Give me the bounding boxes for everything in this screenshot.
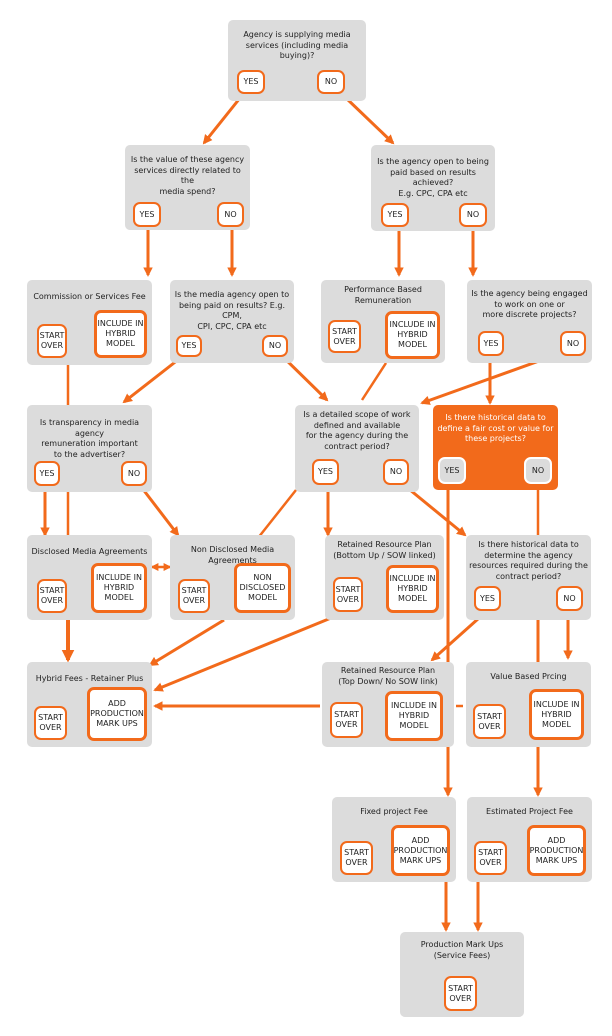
no-button[interactable]: NO xyxy=(121,461,147,486)
question-value-related-to-spend: Is the value of these agency services di… xyxy=(125,145,250,230)
result-value-based-pricing: Value Based Prcing START OVER INCLUDE IN… xyxy=(466,662,591,747)
question-text: Is the agency open to being paid based o… xyxy=(377,157,489,198)
yes-button[interactable]: YES xyxy=(176,335,202,357)
result-estimated-project-fee: Estimated Project Fee START OVER ADD PRO… xyxy=(467,797,592,882)
result-title: Retained Resource Plan (Bottom Up / SOW … xyxy=(333,540,436,560)
start-over-button[interactable]: START OVER xyxy=(37,579,67,613)
start-over-button[interactable]: START OVER xyxy=(328,320,361,353)
result-retained-resource-plan-top-down: Retained Resource Plan (Top Down/ No SOW… xyxy=(322,662,454,747)
result-title: Hybrid Fees - Retainer Plus xyxy=(35,674,144,683)
start-over-button[interactable]: START OVER xyxy=(34,706,67,740)
no-button[interactable]: NO xyxy=(317,70,345,94)
start-over-button[interactable]: START OVER xyxy=(444,976,477,1011)
include-in-hybrid-button[interactable]: INCLUDE IN HYBRID MODEL xyxy=(529,689,584,740)
edge-retained-bottom-to-hybrid xyxy=(153,616,332,692)
question-text: Is transparency in media agency remunera… xyxy=(39,418,140,459)
edge-performance-back xyxy=(360,362,388,401)
start-over-button[interactable]: START OVER xyxy=(474,841,507,875)
start-over-button[interactable]: START OVER xyxy=(340,841,373,875)
yes-button[interactable]: YES xyxy=(478,331,504,356)
result-performance-based-remuneration: Performance Based Remuneration START OVE… xyxy=(321,280,445,363)
question-detailed-scope-of-work: Is a detailed scope of work defined and … xyxy=(295,405,419,492)
result-title: Fixed project Fee xyxy=(360,807,428,816)
add-production-mark-ups-button[interactable]: ADD PRODUCTION MARK UPS xyxy=(87,687,147,741)
question-text: Is the media agency open to being paid o… xyxy=(174,290,290,331)
question-media-agency-paid-on-results: Is the media agency open to being paid o… xyxy=(170,280,294,363)
question-text: Is there historical data to define a fai… xyxy=(437,413,554,443)
result-retained-resource-plan-bottom-up: Retained Resource Plan (Bottom Up / SOW … xyxy=(325,535,444,620)
start-over-button[interactable]: START OVER xyxy=(37,324,67,358)
yes-button[interactable]: YES xyxy=(312,459,339,485)
start-over-button[interactable]: START OVER xyxy=(473,704,506,739)
result-disclosed-media-agreements: Disclosed Media Agreements START OVER IN… xyxy=(27,535,152,620)
edge-q1-no-to-q3 xyxy=(344,96,395,145)
question-text: Agency is supplying media services (incl… xyxy=(243,30,351,60)
yes-button[interactable]: YES xyxy=(237,70,265,94)
include-in-hybrid-button[interactable]: INCLUDE IN HYBRID MODEL xyxy=(385,311,440,359)
non-disclosed-model-button[interactable]: NON DISCLOSED MODEL xyxy=(234,563,291,613)
edge-q6-no xyxy=(140,487,180,537)
result-title: Commission or Services Fee xyxy=(33,292,146,301)
result-production-mark-ups: Production Mark Ups (Service Fees) START… xyxy=(400,932,524,1017)
no-button[interactable]: NO xyxy=(560,331,586,356)
no-button[interactable]: NO xyxy=(524,457,552,484)
start-over-button[interactable]: START OVER xyxy=(330,702,363,738)
question-open-to-results-payment: Is the agency open to being paid based o… xyxy=(371,145,495,231)
add-production-mark-ups-button[interactable]: ADD PRODUCTION MARK UPS xyxy=(391,825,450,876)
start-over-button[interactable]: START OVER xyxy=(333,577,363,612)
yes-button[interactable]: YES xyxy=(34,461,60,486)
yes-button[interactable]: YES xyxy=(381,203,409,227)
yes-button[interactable]: YES xyxy=(133,202,161,227)
result-title: Production Mark Ups (Service Fees) xyxy=(420,940,504,960)
result-title: Disclosed Media Agreements xyxy=(31,547,148,556)
yes-button[interactable]: YES xyxy=(438,457,466,484)
question-text: Is the value of these agency services di… xyxy=(130,155,245,196)
yes-button[interactable]: YES xyxy=(474,586,501,611)
no-button[interactable]: NO xyxy=(262,335,288,357)
question-discrete-projects: Is the agency being engaged to work on o… xyxy=(467,280,592,363)
question-text: Is there historical data to determine th… xyxy=(469,540,588,581)
add-production-mark-ups-button[interactable]: ADD PRODUCTION MARK UPS xyxy=(527,825,586,876)
result-fixed-project-fee: Fixed project Fee START OVER ADD PRODUCT… xyxy=(332,797,456,882)
result-title: Performance Based Remuneration xyxy=(344,285,422,305)
question-historical-data-resources: Is there historical data to determine th… xyxy=(466,535,591,620)
question-historical-data-projects: Is there historical data to define a fai… xyxy=(433,405,558,490)
question-transparency-important: Is transparency in media agency remunera… xyxy=(27,405,152,492)
result-title: Value Based Prcing xyxy=(490,672,567,681)
no-button[interactable]: NO xyxy=(217,202,244,227)
edge-q7-no xyxy=(403,483,467,537)
result-title: Non Disclosed Media Agreements xyxy=(190,545,275,565)
include-in-hybrid-button[interactable]: INCLUDE IN HYBRID MODEL xyxy=(386,565,439,613)
result-hybrid-fees-retainer-plus: Hybrid Fees - Retainer Plus START OVER A… xyxy=(27,662,152,747)
edge-q7-back xyxy=(257,489,297,539)
result-title: Estimated Project Fee xyxy=(486,807,573,816)
question-supplying-media: Agency is supplying media services (incl… xyxy=(228,20,366,101)
no-button[interactable]: NO xyxy=(383,459,409,485)
result-non-disclosed-media-agreements: Non Disclosed Media Agreements START OVE… xyxy=(170,535,295,620)
include-in-hybrid-button[interactable]: INCLUDE IN HYBRID MODEL xyxy=(94,310,147,358)
include-in-hybrid-button[interactable]: INCLUDE IN HYBRID MODEL xyxy=(91,563,147,613)
question-text: Is a detailed scope of work defined and … xyxy=(303,410,411,451)
edge-q1-yes-to-q2 xyxy=(202,97,242,145)
result-title: Retained Resource Plan (Top Down/ No SOW… xyxy=(338,666,438,686)
no-button[interactable]: NO xyxy=(556,586,583,611)
question-text: Is the agency being engaged to work on o… xyxy=(471,289,588,319)
result-commission-or-services-fee: Commission or Services Fee START OVER IN… xyxy=(27,280,152,365)
no-button[interactable]: NO xyxy=(459,203,487,227)
start-over-button[interactable]: START OVER xyxy=(178,579,210,613)
include-in-hybrid-button[interactable]: INCLUDE IN HYBRID MODEL xyxy=(385,691,443,741)
edge-nondisclosed-to-hybrid xyxy=(148,618,225,667)
